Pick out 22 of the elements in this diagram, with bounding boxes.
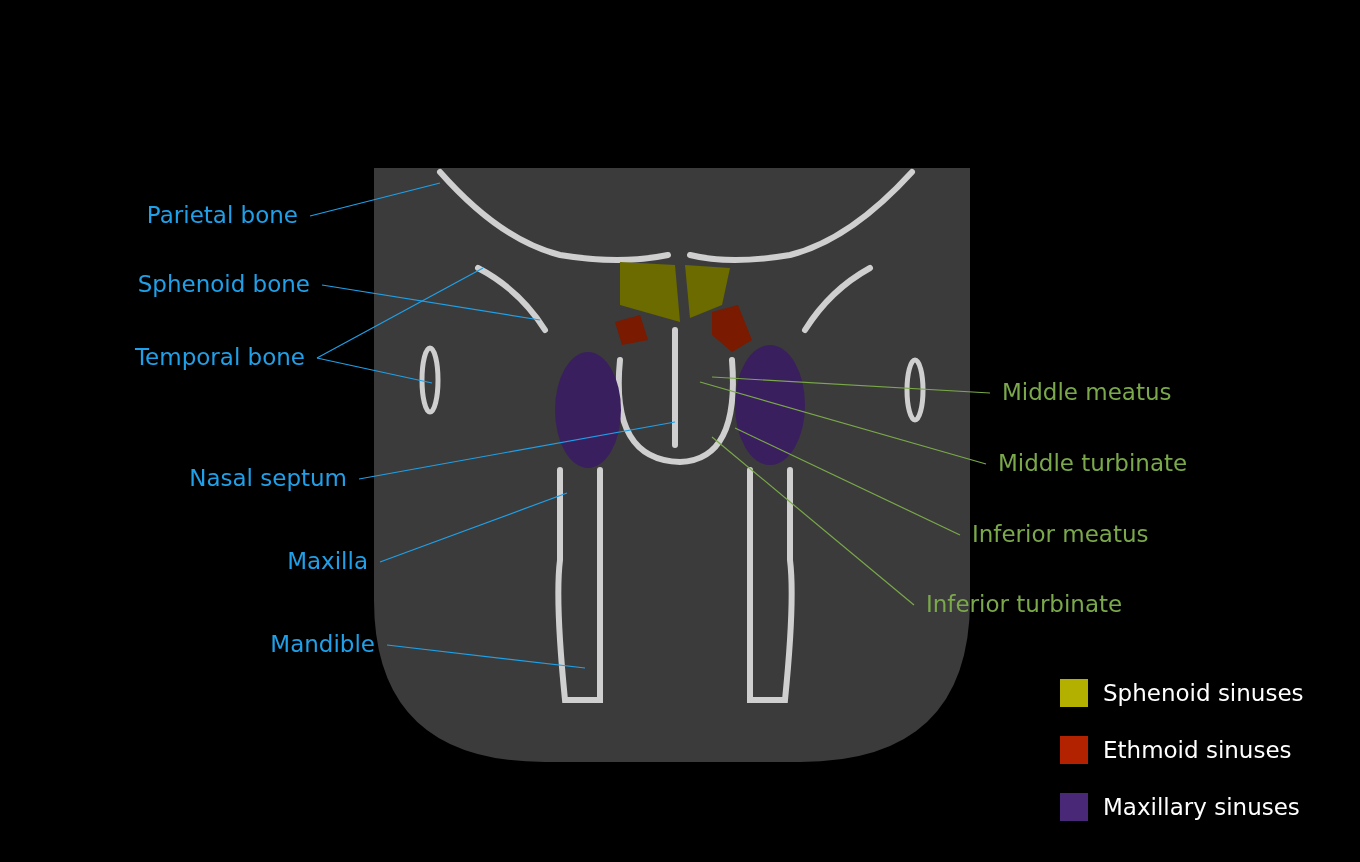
anatomy-label: Middle turbinate: [998, 449, 1188, 477]
legend-label: Ethmoid sinuses: [1103, 736, 1292, 764]
anatomy-label: Inferior meatus: [972, 520, 1149, 548]
anatomy-label: Sphenoid bone: [137, 270, 310, 298]
leader-line: [711, 376, 991, 394]
leader-line: [316, 357, 433, 384]
anatomy-label: Mandible: [270, 630, 375, 658]
leader-line: [386, 644, 586, 669]
anatomy-label: Temporal bone: [134, 343, 305, 371]
legend-label: Maxillary sinuses: [1103, 793, 1300, 821]
legend-label: Sphenoid sinuses: [1103, 679, 1304, 707]
anatomy-label: Inferior turbinate: [926, 590, 1123, 618]
leader-line: [321, 284, 541, 321]
leader-line: [316, 267, 484, 359]
anatomy-label: Parietal bone: [146, 201, 298, 229]
leader-line: [379, 492, 568, 563]
leader-line: [734, 427, 961, 536]
leader-line: [309, 182, 441, 217]
anatomy-label: Nasal septum: [189, 464, 347, 492]
leader-line: [711, 436, 915, 606]
anatomy-label: Maxilla: [287, 547, 368, 575]
anatomy-label: Middle meatus: [1002, 378, 1172, 406]
